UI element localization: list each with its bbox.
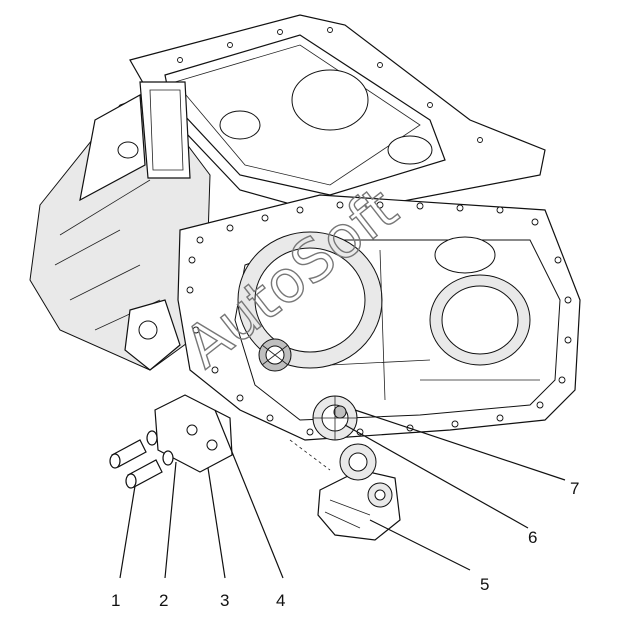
callout-4: 4 [276, 591, 285, 610]
callout-labels: 1 2 3 4 5 6 7 [111, 479, 579, 610]
callout-5: 5 [480, 575, 489, 594]
callout-2: 2 [159, 591, 168, 610]
leader-4 [214, 409, 284, 579]
gearbox-housing [29, 14, 581, 441]
leader-3 [207, 467, 226, 579]
washers [146, 430, 174, 466]
callout-1: 1 [111, 591, 120, 610]
gear-pump-assembly [289, 439, 401, 541]
leader-5 [369, 519, 471, 571]
internal-gear [312, 395, 358, 441]
callout-7: 7 [570, 479, 579, 498]
callout-6: 6 [528, 528, 537, 547]
bolts [109, 439, 163, 489]
splined-shaft [258, 338, 292, 372]
leader-1 [119, 485, 136, 579]
leader-lines [119, 409, 566, 579]
leader-2 [164, 461, 177, 579]
flange-bolt-holes [177, 27, 572, 436]
leader-7 [354, 409, 566, 481]
cover-plate [154, 394, 233, 473]
callout-3: 3 [220, 591, 229, 610]
leader-6 [344, 424, 529, 529]
